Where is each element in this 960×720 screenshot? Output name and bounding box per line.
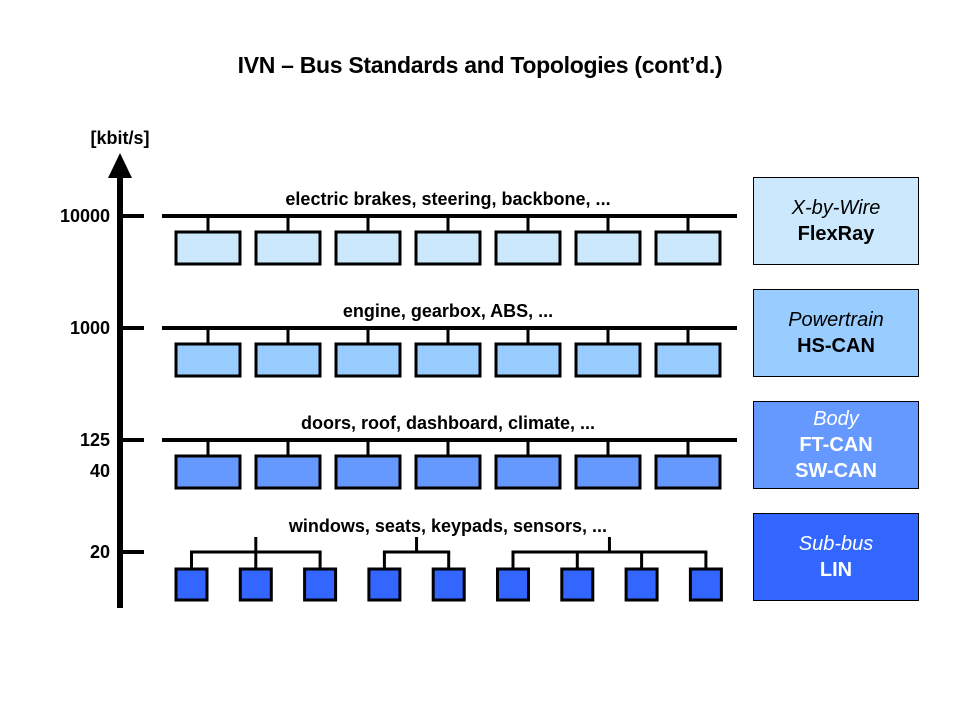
- ecu-node: [174, 230, 242, 266]
- category-name: Body: [813, 408, 859, 430]
- row-description-hs-can: engine, gearbox, ABS, ...: [343, 301, 553, 321]
- lin-node: [688, 567, 723, 602]
- lin-node: [496, 567, 530, 602]
- nodes-layer: [162, 214, 737, 602]
- ecu-node: [494, 454, 562, 490]
- tick-label-125: 125: [80, 430, 110, 450]
- ecu-node: [654, 454, 722, 490]
- category-name: X-by-Wire: [791, 197, 881, 219]
- ecu-node: [254, 342, 322, 378]
- tick-label-20: 20: [90, 542, 110, 562]
- ecu-node: [174, 342, 242, 378]
- bus-standard-name: LIN: [819, 559, 853, 581]
- tick-label-10000: 10000: [60, 206, 110, 226]
- row-description-body-can: doors, roof, dashboard, climate, ...: [301, 413, 595, 433]
- tick-label-40: 40: [90, 461, 110, 481]
- ecu-node: [494, 342, 562, 378]
- ecu-node: [174, 454, 242, 490]
- ecu-node: [654, 230, 722, 266]
- row-description-flexray: electric brakes, steering, backbone, ...: [285, 189, 610, 209]
- lin-node: [367, 567, 402, 602]
- lin-node: [431, 567, 466, 602]
- category-box-body-can: Body FT-CAN SW-CAN: [753, 401, 919, 489]
- bus-standard-name: FT-CAN: [799, 434, 873, 456]
- ecu-node: [654, 342, 722, 378]
- category-box-flexray: X-by-Wire FlexRay: [753, 177, 919, 265]
- lin-node: [238, 567, 273, 602]
- slide-title: IVN – Bus Standards and Topologies (cont…: [237, 52, 723, 78]
- ecu-node: [334, 342, 402, 378]
- lin-node: [303, 567, 338, 602]
- bus-standard-name: FlexRay: [797, 223, 875, 245]
- ecu-node: [574, 342, 642, 378]
- ecu-node: [414, 230, 482, 266]
- lin-node: [560, 567, 595, 602]
- lin-node: [624, 567, 659, 602]
- category-box-lin: Sub-bus LIN: [753, 513, 919, 601]
- bus-standard-name: HS-CAN: [797, 335, 875, 357]
- ecu-node: [334, 230, 402, 266]
- axis-unit-label: [kbit/s]: [90, 128, 149, 148]
- ecu-node: [494, 230, 562, 266]
- ecu-node: [414, 454, 482, 490]
- tick-label-1000: 1000: [70, 318, 110, 338]
- ecu-node: [574, 230, 642, 266]
- row-description-lin: windows, seats, keypads, sensors, ...: [288, 516, 607, 536]
- category-box-hs-can: Powertrain HS-CAN: [753, 289, 919, 377]
- category-name: Sub-bus: [798, 533, 874, 555]
- ecu-node: [414, 342, 482, 378]
- ecu-node: [254, 454, 322, 490]
- lin-node: [174, 567, 209, 602]
- ecu-node: [334, 454, 402, 490]
- axis-arrow-icon: [108, 153, 132, 178]
- bus-standard-name: SW-CAN: [795, 460, 877, 482]
- category-name: Powertrain: [788, 309, 884, 331]
- ecu-node: [254, 230, 322, 266]
- ecu-node: [574, 454, 642, 490]
